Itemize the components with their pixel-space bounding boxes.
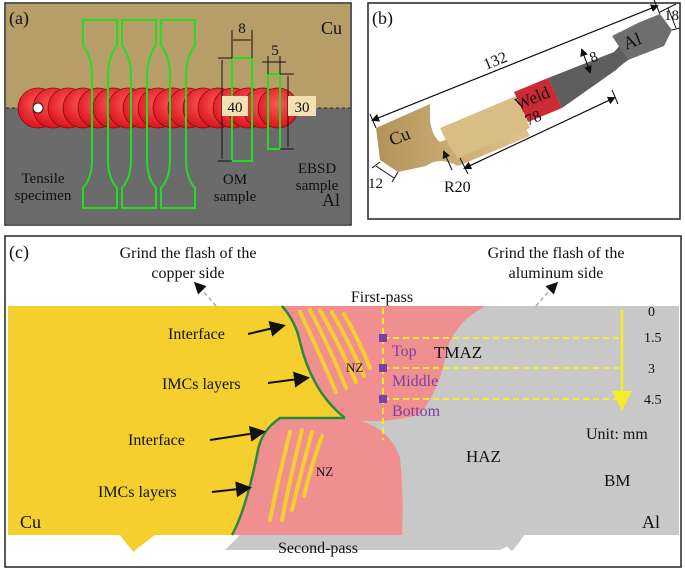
interface-label-1: Interface (168, 326, 225, 343)
panel-a-border (4, 2, 352, 226)
dim-12-label: 12 (368, 176, 383, 192)
haz-label: HAZ (466, 447, 501, 466)
second-pass-label: Second-pass (278, 540, 358, 557)
arrow-interface-2 (209, 425, 266, 442)
interface-label-2: Interface (128, 432, 185, 449)
arrow-imcs-2 (211, 481, 252, 498)
dim-om-width (231, 30, 253, 58)
tensile-specimen-outline (121, 19, 157, 209)
tensile-specimen-outline (160, 19, 196, 209)
copper-flash-bottom (120, 535, 148, 552)
al-c-label: Al (642, 512, 660, 532)
panel-a: 8 5 40 30 (a) Cu Al Tensile specimen OM (4, 2, 352, 226)
cu-c-label: Cu (20, 512, 41, 532)
ebsd-label-2: sample (296, 178, 339, 194)
tensile-specimen-outline (82, 19, 118, 209)
imcs-label-1: IMCs layers (162, 376, 241, 393)
marker-middle (379, 364, 387, 372)
dim-78-label: 78 (523, 108, 545, 130)
panel-a-label: (a) (9, 8, 29, 29)
specimen-copper-shaft (440, 96, 530, 158)
om-label-2: sample (214, 189, 257, 205)
dim-78 (459, 89, 619, 175)
tensile-label-2: specimen (15, 188, 72, 204)
depth-1-label: 1.5 (644, 331, 662, 346)
top-label: Top (392, 343, 417, 360)
arrow-imcs-1 (267, 371, 310, 388)
keyhole (32, 102, 44, 114)
imcs-label-2: IMCs layers (98, 484, 177, 501)
panel-b: 132 18 8 78 12 R20 (367, 0, 681, 220)
dim-5-label: 5 (271, 43, 279, 59)
dim-18-label: 18 (664, 8, 679, 24)
dim-8-b (580, 48, 592, 74)
interface-curve-top (281, 305, 346, 419)
dim-40-bg (222, 96, 248, 116)
panel-c: (c) Grind the flash of the copper side G… (4, 235, 682, 568)
bm-label: BM (604, 471, 630, 490)
dim-132 (369, 0, 661, 129)
depth-2-label: 3 (648, 362, 655, 377)
imc-stripes-top (298, 308, 372, 394)
dim-132-label: 132 (481, 49, 510, 74)
depth-3-label: 4.5 (644, 393, 662, 408)
ebsd-label-1: EBSD (298, 161, 337, 177)
om-label-1: OM (223, 172, 247, 188)
ebsd-sample-outline (267, 73, 281, 150)
copper-region-c (8, 306, 345, 550)
cu-label: Cu (321, 18, 342, 38)
weld-bead (17, 87, 299, 129)
marker-bottom (379, 395, 387, 403)
panel-c-border (4, 235, 682, 568)
dim-8-label: 8 (238, 21, 246, 37)
dim-30-label: 30 (295, 100, 310, 116)
grind-al-label-1: Grind the flash of the (488, 245, 625, 262)
arrow-interface-1 (247, 320, 286, 337)
grind-arrow-copper (193, 281, 217, 307)
marker-top (379, 334, 387, 342)
grind-arrow-aluminum (535, 281, 559, 307)
panel-b-border (367, 2, 681, 220)
r20-leader (442, 150, 453, 171)
depth-0-label: 0 (648, 305, 655, 320)
dim-12 (371, 161, 399, 183)
tensile-specimens (82, 19, 196, 209)
grind-cu-label-1: Grind the flash of the (120, 245, 257, 262)
dim-ebsd-width (262, 56, 286, 74)
aluminum-flash-bottom (498, 535, 524, 551)
first-pass-label: First-pass (351, 289, 413, 306)
unit-label: Unit: mm (586, 426, 648, 443)
nz-top-label: NZ (346, 360, 363, 375)
imc-stripes-bottom (268, 428, 324, 522)
nz-bottom-label: NZ (316, 464, 333, 479)
grind-cu-label-2: copper side (151, 265, 224, 282)
bottom-label: Bottom (392, 403, 441, 420)
r20-label: R20 (444, 179, 471, 196)
tensile-label-1: Tensile (21, 171, 64, 187)
panel-b-label: (b) (372, 8, 393, 29)
dim-18 (659, 3, 681, 31)
al-label: Al (322, 190, 340, 210)
grind-al-label-2: aluminum side (509, 265, 604, 282)
middle-label: Middle (392, 373, 438, 390)
specimen-weld-band (514, 78, 562, 122)
specimen-aluminum-grip (612, 14, 672, 60)
panel-c-label: (c) (9, 242, 29, 263)
dim-40-label: 40 (228, 100, 243, 116)
interface-curve-bottom (230, 416, 345, 536)
dim-30-bg (288, 96, 316, 116)
tmaz-label: TMAZ (434, 343, 482, 362)
